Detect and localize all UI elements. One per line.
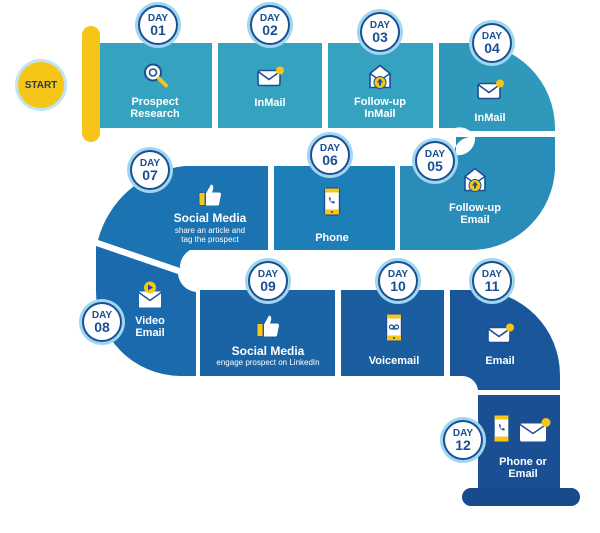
step-title: Social Media	[173, 211, 247, 225]
step-title: Phone	[315, 232, 349, 244]
day-badge-prefix: DAY	[91, 309, 113, 321]
open-mail-upload-icon	[462, 166, 488, 199]
day-badge-prefix: DAY	[259, 12, 281, 24]
day-badge-number: 11	[484, 277, 500, 294]
day-badge-prefix: DAY	[319, 142, 341, 154]
step-title: Follow-up Email	[449, 202, 501, 226]
step-title: InMail	[474, 112, 506, 124]
day-badge-number: 05	[427, 157, 443, 174]
mail-notification-icon	[486, 323, 514, 350]
segment-day-12	[478, 395, 560, 495]
day-badge-prefix: DAY	[147, 12, 169, 24]
day-badge-prefix: DAY	[481, 30, 503, 42]
day-badge-number: 01	[150, 21, 166, 38]
segment-day-05-fill	[400, 137, 470, 166]
day-badge-number: 04	[484, 39, 500, 56]
open-mail-upload-icon	[367, 63, 393, 96]
phone-and-mail-icon	[492, 414, 554, 451]
day-badge-number: 07	[142, 166, 158, 183]
segment-day-07	[98, 166, 268, 268]
segment-day-01	[100, 43, 212, 128]
mail-notification-icon	[256, 66, 284, 93]
day-badge-number: 02	[262, 21, 278, 38]
start-label: START	[24, 79, 58, 91]
day-badge-number: 09	[260, 277, 276, 294]
day-badge-number: 08	[94, 318, 110, 335]
day-badge-number: 03	[372, 28, 388, 45]
start-marker: START	[18, 62, 64, 108]
step-subtitle: engage prospect on LinkedIn	[216, 358, 320, 367]
day-badge-number: 10	[390, 277, 406, 294]
day-badge-prefix: DAY	[481, 268, 503, 280]
step-title: Video Email	[135, 315, 165, 339]
magnifier-icon	[142, 62, 168, 93]
step-title: Voicemail	[368, 355, 420, 367]
step-title: InMail	[254, 97, 286, 109]
thumbs-up-icon	[255, 313, 281, 344]
day-badge-prefix: DAY	[387, 268, 409, 280]
day-badge-prefix: DAY	[369, 19, 391, 31]
thumbs-up-icon	[197, 182, 223, 213]
day-badge-number: 12	[455, 436, 471, 453]
step-title: Follow-up InMail	[354, 96, 406, 120]
mail-notification-icon	[476, 79, 504, 106]
finish-base	[462, 488, 580, 506]
step-title: Prospect Research	[130, 96, 180, 120]
day-badge-prefix: DAY	[139, 157, 161, 169]
step-title: Phone or Email	[499, 456, 547, 480]
day-badge-prefix: DAY	[452, 427, 474, 439]
step-title: Social Media	[231, 344, 305, 358]
start-bar	[82, 26, 100, 142]
day-badge-prefix: DAY	[257, 268, 279, 280]
segment-day-05	[400, 137, 555, 250]
segment-day-08	[95, 246, 196, 376]
day-badge-number: 06	[322, 151, 338, 168]
step-title: Email	[485, 355, 515, 367]
day-badge-prefix: DAY	[424, 148, 446, 160]
phone-icon	[323, 187, 341, 222]
step-subtitle: share an article and tag the prospect	[174, 226, 246, 244]
voicemail-phone-icon	[385, 313, 403, 348]
video-mail-icon	[137, 280, 163, 315]
